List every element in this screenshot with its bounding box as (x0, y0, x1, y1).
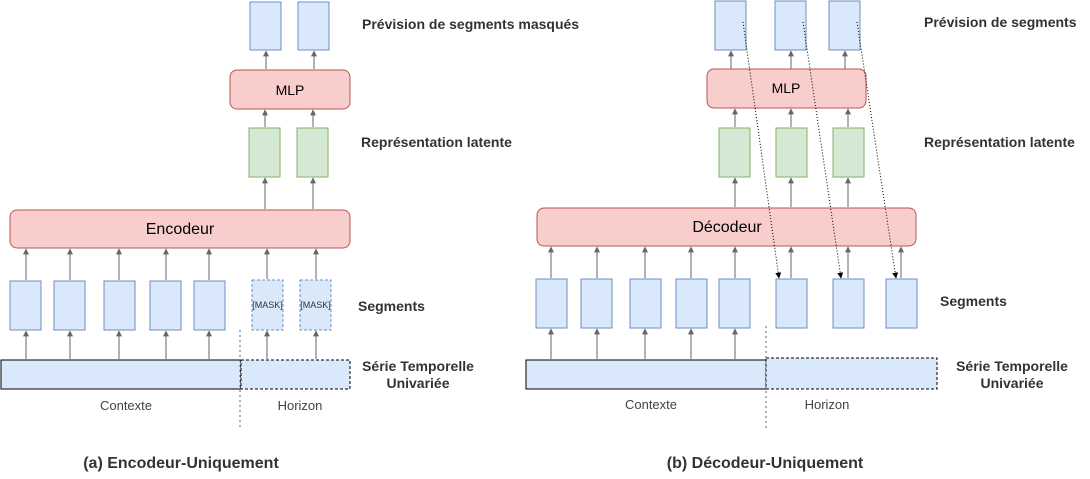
latent-representation (775, 127, 808, 178)
input-segment (580, 278, 613, 329)
fed-back-segment (832, 278, 865, 329)
series-label-line1: Série Temporelle (956, 358, 1068, 374)
horizon-label: Horizon (278, 398, 323, 413)
decoder-caption: (b) Décodeur-Uniquement (667, 455, 864, 472)
decoder-label: Décodeur (692, 219, 762, 236)
autoregressive-link (802, 21, 844, 279)
horizon-label: Horizon (805, 397, 850, 412)
latent-label: Représentation latente (924, 134, 1075, 150)
encoder-block (9, 209, 351, 249)
input-segment (193, 280, 226, 331)
masked-segment (251, 279, 284, 331)
mask-token: [MASK] (252, 300, 283, 310)
input-segment (53, 280, 86, 331)
latent-representation (832, 127, 865, 178)
input-segment (535, 278, 568, 329)
horizon-series (240, 359, 351, 390)
horizon-series (765, 357, 938, 390)
fed-back-segment (775, 278, 808, 329)
context-series (0, 359, 242, 390)
latent-representation (296, 127, 329, 178)
latent-label: Représentation latente (361, 134, 512, 150)
latent-representation (718, 127, 751, 178)
series-label-line1: Série Temporelle (362, 358, 474, 374)
input-segment (149, 280, 182, 331)
prediction-label: Prévision de segments (924, 14, 1077, 30)
decoder-block (536, 207, 917, 247)
encoder-label: Encodeur (146, 221, 215, 238)
encoder-only-panel: Prévision de segments masqués MLP Représ… (0, 1, 579, 472)
input-segment (718, 278, 751, 329)
autoregressive-link (856, 21, 899, 279)
context-label: Contexte (100, 398, 152, 413)
input-segment (103, 280, 136, 331)
mlp-label: MLP (772, 80, 801, 96)
prediction-label: Prévision de segments masqués (362, 16, 579, 32)
masked-segment (299, 279, 332, 331)
encoder-caption: (a) Encodeur-Uniquement (83, 455, 279, 472)
segments-label: Segments (358, 298, 425, 314)
context-label: Contexte (625, 397, 677, 412)
series-label-line2: Univariée (980, 375, 1043, 391)
prediction-segment (249, 1, 282, 51)
fed-back-segment (885, 278, 918, 329)
context-series (525, 359, 767, 390)
decoder-only-panel: Prévision de segments MLP Représentation… (525, 0, 1077, 472)
mask-token: [MASK] (300, 300, 331, 310)
segments-label: Segments (940, 293, 1007, 309)
prediction-segment (828, 0, 861, 51)
prediction-segment (297, 1, 330, 51)
autoregressive-link (742, 21, 782, 279)
prediction-segment (774, 0, 807, 51)
series-label-line2: Univariée (386, 375, 449, 391)
mlp-block (706, 68, 867, 109)
mlp-label: MLP (276, 82, 305, 98)
input-segment (629, 278, 662, 329)
input-segment (9, 280, 42, 331)
mlp-block (229, 69, 351, 110)
input-segment (675, 278, 708, 329)
latent-representation (248, 127, 281, 178)
prediction-segment (714, 0, 747, 51)
